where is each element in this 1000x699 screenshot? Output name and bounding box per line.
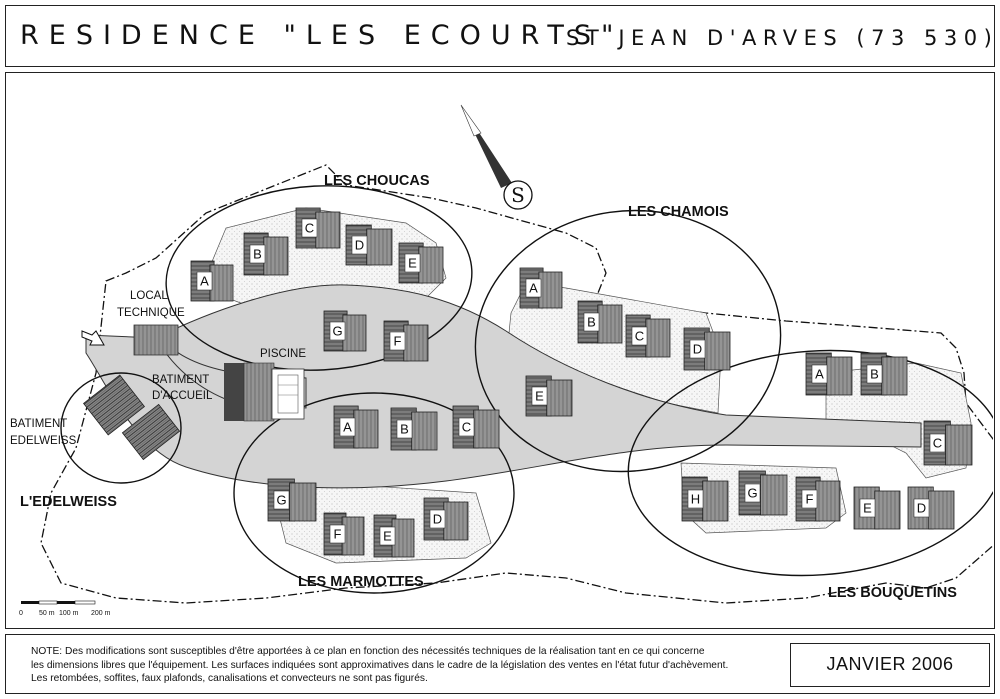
building-marmottes-b: B — [390, 407, 438, 451]
building-chamois-c: C — [625, 314, 671, 358]
building-choucas-d: D — [345, 224, 393, 266]
building-bouquetins-b: B — [860, 352, 908, 396]
building-letter: E — [535, 388, 544, 403]
building-letter: C — [462, 419, 471, 434]
note-line: Les retombées, soffites, faux plafonds, … — [31, 673, 428, 684]
building-bouquetins-e: E — [853, 486, 901, 530]
building-marmottes-c: C — [452, 405, 500, 449]
building-letter: E — [383, 528, 392, 543]
building-letter: E — [408, 255, 417, 270]
piscine-pool — [271, 368, 305, 420]
scale-bar — [21, 600, 96, 605]
label-local-2: TECHNIQUE — [117, 307, 185, 319]
building-bouquetins-c: C — [923, 420, 973, 466]
building-letter: D — [917, 500, 926, 515]
scale-label-0: 0 — [19, 610, 23, 617]
building-marmottes-d: D — [423, 497, 469, 541]
building-letter: D — [433, 511, 442, 526]
building-choucas-e: E — [398, 242, 444, 284]
building-letter: F — [394, 333, 402, 348]
zone-label-edelweiss: L'EDELWEISS — [20, 494, 117, 510]
building-letter: C — [635, 328, 644, 343]
building-letter: H — [691, 491, 700, 506]
building-letter: A — [529, 280, 538, 295]
zone-outline-choucas — [165, 185, 473, 371]
local-technique-building — [133, 324, 179, 356]
zone-label-chamois: LES CHAMOIS — [628, 204, 729, 220]
site-plan-svg: S A B C D E G F A B C D E A B C G F E D A B C H G F E D LES CHOUCA… — [10, 104, 993, 617]
building-chamois-a: A — [519, 267, 563, 309]
building-marmottes-a: A — [333, 405, 379, 449]
building-letter: B — [870, 366, 879, 381]
accueil-building — [224, 362, 275, 422]
label-piscine: PISCINE — [260, 348, 306, 360]
residence-title: RESIDENCE "LES ECOURTS" — [20, 20, 624, 51]
building-bouquetins-g: G — [738, 470, 788, 516]
zone-outline-marmottes — [233, 392, 515, 594]
property-boundary — [40, 164, 993, 604]
scale-label-50: 50 m — [39, 610, 55, 617]
building-chamois-d: D — [683, 327, 731, 371]
building-marmottes-g: G — [267, 478, 317, 522]
date-panel: JANVIER 2006 — [790, 643, 990, 687]
compass-letter: S — [511, 183, 525, 207]
building-letter: F — [806, 491, 814, 506]
building-bouquetins-d: D — [907, 486, 955, 530]
building-letter: B — [587, 314, 596, 329]
edelweiss-buildings — [83, 374, 181, 461]
building-marmottes-e: E — [373, 514, 415, 558]
residence-location: ST JEAN D'ARVES (73 530) — [566, 26, 999, 50]
building-letter: A — [343, 419, 352, 434]
label-edelweiss-bld-1: BATIMENT — [10, 418, 67, 430]
building-bouquetins-a: A — [805, 352, 853, 396]
compass-icon — [460, 104, 533, 210]
building-choucas-c: C — [295, 207, 341, 249]
zone-label-marmottes: LES MARMOTTES — [298, 574, 424, 590]
building-chamois-b: B — [577, 300, 623, 344]
building-letter: G — [276, 492, 286, 507]
title-panel: RESIDENCE "LES ECOURTS" ST JEAN D'ARVES … — [5, 5, 995, 67]
plan-date: JANVIER 2006 — [826, 654, 954, 674]
zone-label-bouquetins: LES BOUQUETINS — [828, 585, 957, 601]
disclaimer-note: NOTE: Des modifications sont susceptible… — [31, 645, 771, 686]
building-choucas-b: B — [243, 232, 289, 276]
building-choucas-f: F — [383, 320, 429, 362]
building-bouquetins-f: F — [795, 476, 841, 522]
zone-outline-bouquetins — [627, 349, 993, 577]
building-letter: D — [355, 237, 364, 252]
scale-label-200: 200 m — [91, 610, 111, 617]
zone-outline-edelweiss — [60, 372, 182, 484]
building-marmottes-f: F — [323, 512, 365, 556]
building-letter: B — [253, 246, 262, 261]
main-road — [85, 284, 922, 489]
label-accueil-1: BATIMENT — [152, 374, 209, 386]
building-letter: E — [863, 500, 872, 515]
building-blocks: A B C D E G F A B C D E A B C G F E D A B C H G F E D — [190, 207, 973, 558]
building-letter: C — [305, 220, 314, 235]
building-choucas-g: G — [323, 310, 367, 352]
building-letter: G — [332, 323, 342, 338]
building-letter: D — [693, 341, 702, 356]
label-edelweiss-bld-2: EDELWEISS — [10, 435, 77, 447]
building-letter: A — [200, 273, 209, 288]
label-accueil-2: D'ACCUEIL — [152, 390, 213, 402]
building-letter: F — [334, 526, 342, 541]
building-letter: B — [400, 421, 409, 436]
building-letter: A — [815, 366, 824, 381]
note-line: les dimensions libres que l'équipement. … — [31, 659, 729, 671]
zone-outline-chamois — [474, 209, 782, 473]
building-chamois-e: E — [525, 375, 573, 417]
building-letter: G — [747, 485, 757, 500]
building-letter: C — [933, 435, 942, 450]
scale-label-100: 100 m — [59, 610, 79, 617]
entrance-arrow-icon — [81, 330, 105, 346]
building-choucas-a: A — [190, 260, 234, 302]
site-plan-map: S A B C D E G F A B C D E A B C G F E D A B C H G F E D LES CHOUCA… — [5, 72, 995, 629]
building-bouquetins-h: H — [681, 476, 729, 522]
zone-label-choucas: LES CHOUCAS — [324, 173, 430, 189]
note-line: NOTE: Des modifications sont susceptible… — [31, 646, 705, 657]
label-local-1: LOCAL — [130, 290, 168, 302]
